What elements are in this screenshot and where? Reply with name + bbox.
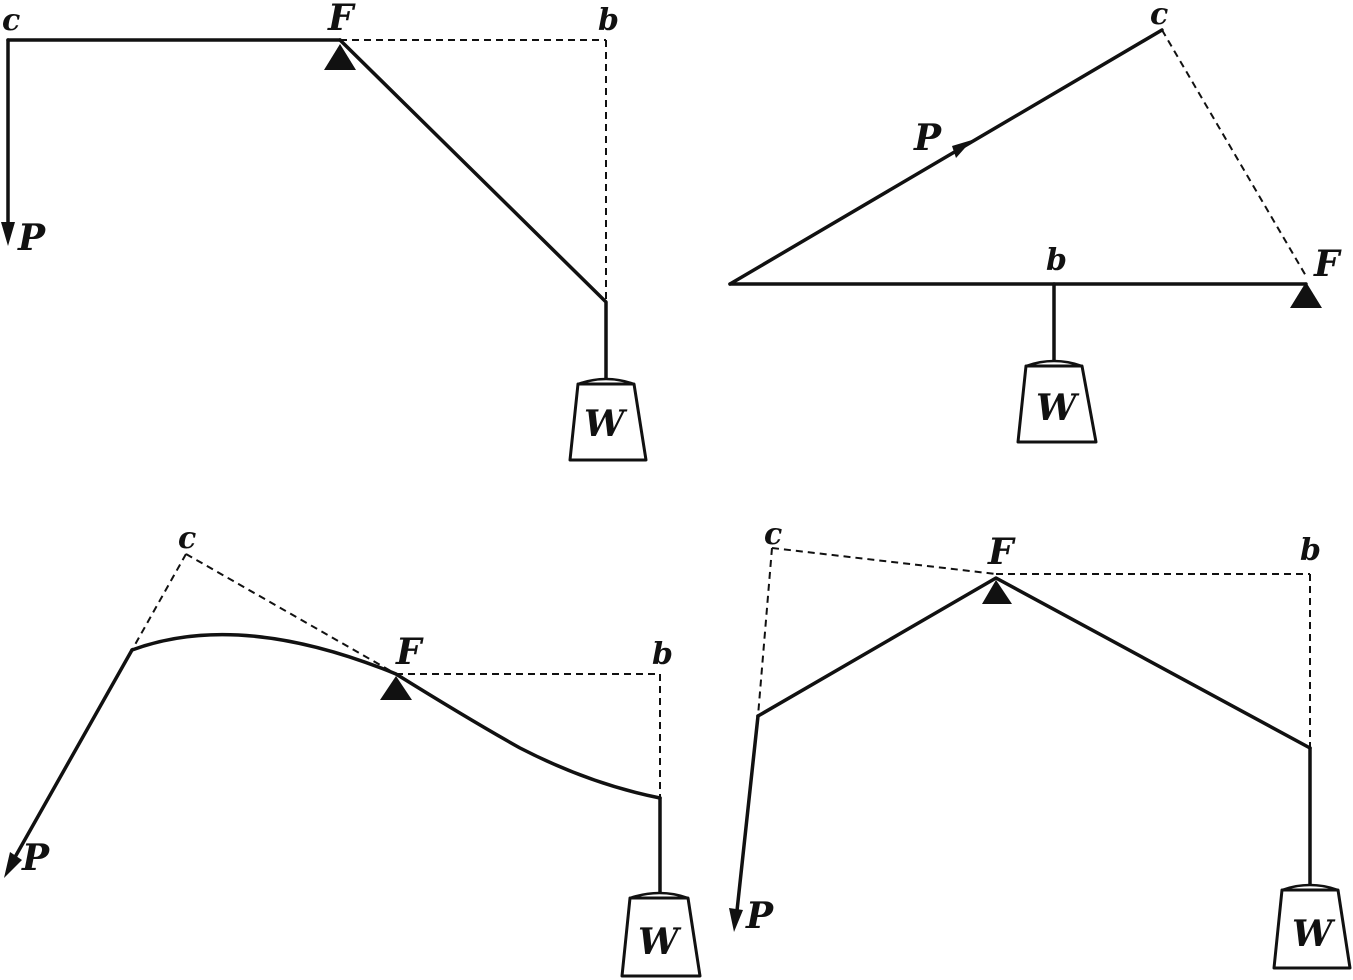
weight-block xyxy=(1016,364,1098,444)
lever-diagram-4: c F b P W xyxy=(729,517,1352,970)
label-W: W xyxy=(1036,387,1080,429)
label-P: P xyxy=(745,895,774,937)
arrow-down-icon xyxy=(729,908,743,932)
label-F: F xyxy=(395,631,424,673)
label-W: W xyxy=(638,921,682,963)
dashed-line-c-F xyxy=(185,553,397,675)
label-c: c xyxy=(764,517,782,552)
dashed-line-c-F xyxy=(1161,29,1307,277)
label-F: F xyxy=(1313,243,1342,285)
label-W: W xyxy=(584,403,628,445)
dashed-line-c-down xyxy=(757,547,773,717)
fulcrum-triangle-icon xyxy=(1290,282,1322,308)
fulcrum-triangle-icon xyxy=(380,676,412,700)
weight-block xyxy=(568,382,648,462)
force-P-line xyxy=(728,28,1164,286)
lever-diagram-3: c F b P W xyxy=(4,521,702,978)
label-P: P xyxy=(913,117,942,159)
curved-lever-arm xyxy=(130,632,662,800)
label-b: b xyxy=(1300,533,1321,568)
dashed-line-c-F xyxy=(771,547,997,575)
label-c: c xyxy=(2,3,20,38)
label-b: b xyxy=(652,637,673,672)
arrow-up-right-icon xyxy=(952,140,972,158)
force-P-line xyxy=(8,648,134,868)
weight-block xyxy=(1272,888,1352,970)
label-F: F xyxy=(327,0,356,39)
arrow-down-icon xyxy=(1,222,15,246)
force-P-line xyxy=(734,714,760,922)
label-P: P xyxy=(17,217,46,259)
lever-arm-F-weight xyxy=(338,38,608,380)
label-W: W xyxy=(1292,913,1336,955)
label-c: c xyxy=(178,521,196,556)
lever-diagram-1: c F b P W xyxy=(1,0,648,462)
label-b: b xyxy=(598,3,619,38)
label-P: P xyxy=(21,837,50,879)
arrow-down-left-icon xyxy=(4,852,22,878)
dashed-line-c-lever xyxy=(131,553,187,651)
weight-block xyxy=(620,896,702,978)
label-c: c xyxy=(1150,0,1168,32)
bent-lever-arm xyxy=(756,576,1312,750)
label-b: b xyxy=(1046,243,1067,278)
label-F: F xyxy=(987,531,1016,573)
fulcrum-triangle-icon xyxy=(324,44,356,70)
lever-diagram-2: c F b P W xyxy=(728,0,1342,444)
fulcrum-triangle-icon xyxy=(982,580,1012,604)
